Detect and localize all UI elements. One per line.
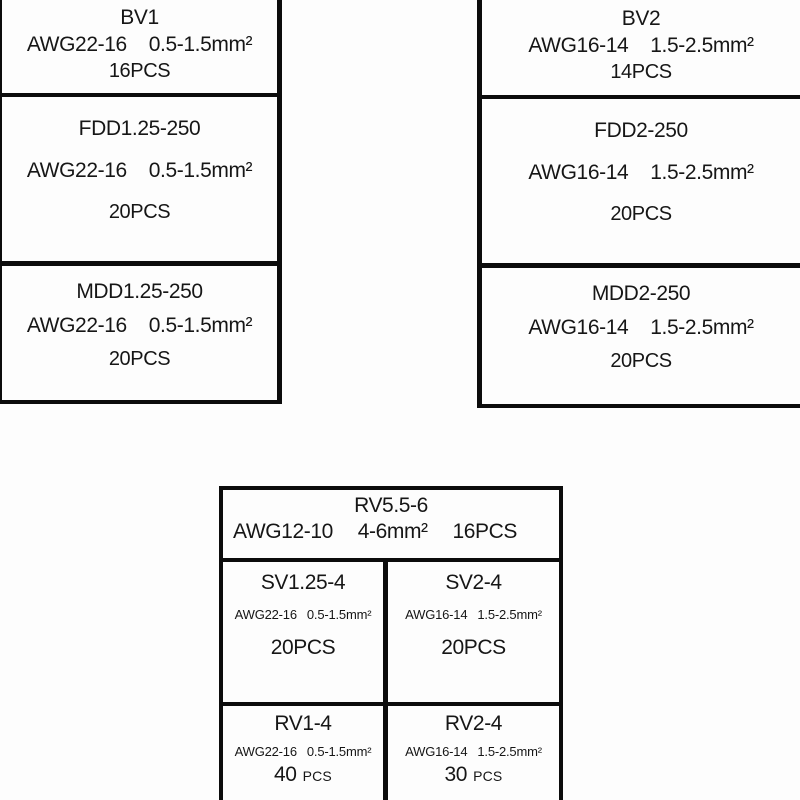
spec-line: AWG16-14 1.5-2.5mm² [405, 743, 542, 760]
bottom-row: RV1-4 AWG22-16 0.5-1.5mm² 40 PCS RV2-4 A… [223, 706, 559, 800]
label-cell-rv1-4: RV1-4 AWG22-16 0.5-1.5mm² 40 PCS [223, 706, 388, 800]
part-number: MDD2-250 [591, 282, 691, 305]
quantity-number: 40 [274, 763, 297, 786]
label-cell-mdd2-250: MDD2-250 AWG16-14 1.5-2.5mm² 20PCS [482, 268, 800, 408]
part-number: SV2-4 [445, 571, 502, 594]
wire-size: 4-6mm² [357, 520, 428, 543]
label-cell-bv1: BV1 AWG22-16 0.5-1.5mm² 16PCS [2, 0, 277, 97]
wire-size: 0.5-1.5mm² [306, 607, 372, 622]
part-number: FDD2-250 [594, 119, 688, 142]
quantity: 40 PCS [274, 762, 332, 789]
part-number: FDD1.25-250 [78, 117, 201, 140]
part-number: BV2 [621, 7, 661, 30]
wire-size: 0.5-1.5mm² [148, 33, 253, 56]
wire-size: 0.5-1.5mm² [148, 314, 253, 337]
wire-size: 1.5-2.5mm² [650, 316, 754, 339]
awg-range: AWG12-10 [233, 520, 333, 543]
quantity-unit: PCS [473, 768, 503, 784]
spec-line: AWG22-16 0.5-1.5mm² [26, 312, 253, 339]
bottom-label-table: RV5.5-6 AWG12-10 4-6mm² 16PCS SV1.25-4 A… [219, 486, 563, 800]
spec-line: AWG22-16 0.5-1.5mm² [235, 743, 372, 760]
quantity: 16PCS [452, 520, 517, 543]
awg-range: AWG22-16 [234, 744, 297, 759]
part-number: BV1 [120, 6, 159, 29]
label-cell-fdd125-250: FDD1.25-250 AWG22-16 0.5-1.5mm² 20PCS [2, 97, 277, 266]
label-cell-rv2-4: RV2-4 AWG16-14 1.5-2.5mm² 30 PCS [388, 706, 559, 800]
wire-size: 0.5-1.5mm² [306, 744, 372, 759]
quantity: 14PCS [610, 61, 672, 83]
quantity: 16PCS [108, 60, 171, 82]
awg-range: AWG22-16 [26, 159, 127, 182]
part-number: MDD1.25-250 [76, 280, 203, 303]
wire-size: 1.5-2.5mm² [650, 34, 754, 57]
wire-size: 0.5-1.5mm² [148, 159, 253, 182]
quantity: 20PCS [108, 201, 171, 223]
awg-range: AWG16-14 [405, 744, 468, 759]
part-number: SV1.25-4 [260, 571, 346, 594]
spec-line: AWG12-10 4-6mm² 16PCS [223, 519, 535, 545]
awg-range: AWG16-14 [405, 607, 468, 622]
quantity-number: 30 [444, 763, 468, 786]
wire-size: 1.5-2.5mm² [477, 744, 542, 759]
quantity: 20PCS [610, 350, 672, 372]
wire-size: 1.5-2.5mm² [650, 161, 754, 184]
left-label-column: BV1 AWG22-16 0.5-1.5mm² 16PCS FDD1.25-25… [0, 0, 282, 404]
quantity: 20PCS [610, 203, 672, 225]
quantity: 20PCS [108, 348, 171, 370]
label-cell-fdd2-250: FDD2-250 AWG16-14 1.5-2.5mm² 20PCS [482, 99, 800, 268]
label-cell-bv2: BV2 AWG16-14 1.5-2.5mm² 14PCS [482, 0, 800, 99]
spec-line: AWG16-14 1.5-2.5mm² [405, 606, 542, 623]
label-cell-mdd125-250: MDD1.25-250 AWG22-16 0.5-1.5mm² 20PCS [2, 266, 277, 404]
label-cell-rv55-6: RV5.5-6 AWG12-10 4-6mm² 16PCS [223, 490, 559, 562]
quantity: 20PCS [441, 636, 506, 659]
spec-line: AWG22-16 0.5-1.5mm² [235, 606, 372, 623]
wire-size: 1.5-2.5mm² [477, 607, 542, 622]
awg-range: AWG22-16 [26, 33, 127, 56]
part-number: RV1-4 [274, 712, 332, 735]
spec-line: AWG16-14 1.5-2.5mm² [528, 314, 754, 341]
quantity-unit: PCS [302, 768, 332, 784]
label-cell-sv125-4: SV1.25-4 AWG22-16 0.5-1.5mm² 20PCS [223, 562, 388, 702]
middle-row: SV1.25-4 AWG22-16 0.5-1.5mm² 20PCS SV2-4… [223, 562, 559, 706]
awg-range: AWG22-16 [26, 314, 127, 337]
spec-line: AWG22-16 0.5-1.5mm² [26, 31, 253, 58]
spec-line: AWG16-14 1.5-2.5mm² [528, 159, 754, 186]
quantity: 20PCS [270, 636, 336, 659]
spec-line: AWG22-16 0.5-1.5mm² [26, 157, 253, 184]
awg-range: AWG22-16 [234, 607, 297, 622]
awg-range: AWG16-14 [528, 316, 629, 339]
spec-line: AWG16-14 1.5-2.5mm² [528, 32, 754, 59]
awg-range: AWG16-14 [528, 34, 629, 57]
awg-range: AWG16-14 [528, 161, 629, 184]
part-number: RV5.5-6 [354, 494, 428, 517]
part-number: RV2-4 [444, 712, 503, 735]
right-label-column: BV2 AWG16-14 1.5-2.5mm² 14PCS FDD2-250 A… [477, 0, 800, 408]
quantity: 30 PCS [445, 762, 503, 789]
label-cell-sv2-4: SV2-4 AWG16-14 1.5-2.5mm² 20PCS [388, 562, 559, 702]
